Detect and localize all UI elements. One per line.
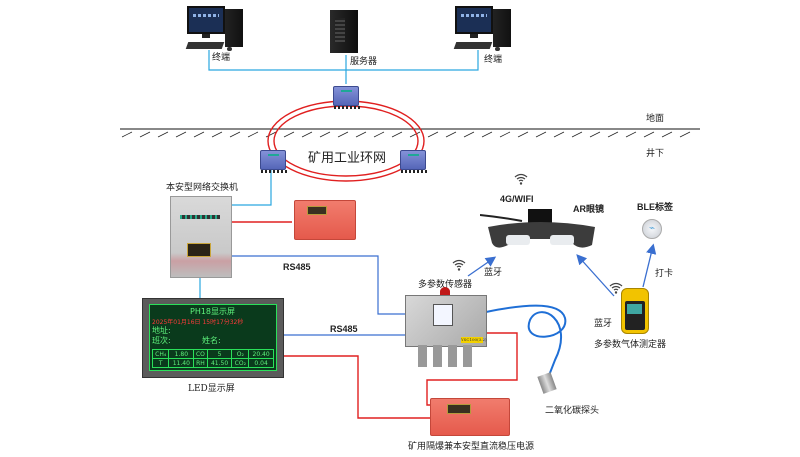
led-readings-row: CH₄ 1.80 CO 5 O₂ 20.40 — [151, 349, 274, 359]
wifi-icon — [452, 259, 466, 271]
led-display-screen[interactable]: PH18显示屏 2025年01月16日 15时17分32秒 地址: 班次: 姓名… — [142, 298, 284, 378]
terminal-right-label: 终端 — [484, 55, 503, 65]
gas-detector-label: 多参数气体测定器 — [594, 340, 667, 350]
alarm-light-icon — [440, 287, 450, 296]
multi-sensor-device[interactable]: YSC100(3.2) — [405, 295, 487, 347]
reading-value: 5 — [206, 349, 233, 359]
power-supply-box-lower[interactable] — [430, 398, 510, 436]
ring-switch-right[interactable] — [400, 150, 427, 173]
tower-icon — [493, 9, 511, 47]
check-in-label: 打卡 — [655, 269, 674, 279]
detector-screen — [627, 304, 642, 314]
reading-key: T — [151, 358, 170, 368]
sensor-probes — [418, 345, 476, 367]
co2-probe-label: 二氧化碳探头 — [545, 406, 600, 416]
led-name-label: 姓名: — [202, 336, 221, 345]
ar-glasses-device[interactable] — [480, 205, 600, 255]
multi-sensor-label: 多参数传感器 — [418, 280, 473, 290]
wifi-icon — [514, 173, 528, 185]
bluetooth-tag-icon[interactable]: ⌁ — [642, 219, 662, 239]
ring-switch-left[interactable] — [260, 150, 287, 173]
server-icon[interactable] — [330, 10, 358, 53]
ar-glasses-label: AR眼镜 — [573, 204, 604, 214]
monitor-icon — [455, 6, 493, 34]
switch-downlink-line — [232, 170, 272, 206]
server-label: 服务器 — [350, 57, 378, 67]
led-shift-label: 班次: — [152, 336, 171, 345]
led-datetime: 2025年01月16日 15时17分32秒 — [152, 319, 244, 326]
led-title: PH18显示屏 — [190, 307, 236, 316]
reading-value: 20.40 — [248, 349, 274, 359]
port-indicators — [180, 215, 220, 219]
monitor-icon — [187, 6, 225, 34]
reading-key: CO₂ — [231, 358, 250, 368]
network-switch-label: 本安型网络交换机 — [166, 183, 239, 193]
detector-bluetooth-arrow — [576, 254, 615, 297]
reading-value: 41.50 — [206, 358, 233, 368]
reading-value: 0.04 — [248, 358, 274, 368]
rs485-label-top: RS485 — [283, 262, 311, 272]
ring-switch-top[interactable] — [333, 86, 360, 109]
reading-key: RH — [193, 358, 208, 368]
wireless-label: 4G/WIFI — [500, 194, 534, 204]
nameplate — [187, 243, 211, 257]
reading-value: 11.40 — [168, 358, 195, 368]
ble-tag-label: BLE标签 — [637, 202, 674, 212]
led-readings-table: CH₄ 1.80 CO 5 O₂ 20.40 T 11.40 RH 41.50 … — [151, 349, 274, 368]
keyboard-icon — [185, 42, 225, 49]
terminal-bus-line — [208, 50, 479, 71]
terminal-left-computer[interactable] — [185, 6, 247, 52]
terminal-left-label: 终端 — [212, 53, 231, 63]
sensor-bluetooth-arrow — [467, 256, 497, 277]
rs485-label-bottom: RS485 — [330, 324, 358, 334]
led-display-label: LED显示屏 — [188, 384, 235, 394]
terminal-right-computer[interactable] — [453, 6, 515, 52]
reading-value: 1.80 — [168, 349, 195, 359]
gas-detector-device[interactable] — [621, 288, 649, 334]
tower-icon — [225, 9, 243, 47]
zone-surface-label: 地面 — [646, 114, 665, 124]
sensor-screen — [433, 304, 453, 326]
reading-key: CH₄ — [151, 349, 170, 359]
power-supply-label: 矿用隔爆兼本安型直流稳压电源 — [408, 442, 535, 452]
network-switch-cabinet[interactable] — [170, 196, 232, 278]
reading-key: O₂ — [231, 349, 250, 359]
bluetooth-label-sensor: 蓝牙 — [484, 268, 503, 278]
sensor-model-tag: YSC100(3.2) — [461, 337, 487, 343]
led-power-line — [283, 355, 430, 419]
wifi-icon — [609, 282, 623, 294]
rs485-line-top — [232, 255, 405, 315]
ring-network-title: 矿用工业环网 — [308, 151, 387, 166]
led-panel: PH18显示屏 2025年01月16日 15时17分32秒 地址: 班次: 姓名… — [149, 304, 277, 371]
reading-key: CO — [193, 349, 208, 359]
zone-underground-label: 井下 — [646, 149, 665, 159]
bluetooth-label-detector: 蓝牙 — [594, 319, 613, 329]
ground-hatching — [121, 131, 691, 138]
led-address-label: 地址: — [152, 326, 171, 335]
co2-probe-cable — [485, 304, 567, 379]
check-in-arrow — [642, 243, 657, 288]
led-readings-row: T 11.40 RH 41.50 CO₂ 0.04 — [151, 358, 274, 368]
keyboard-icon — [453, 42, 493, 49]
power-supply-box-upper[interactable] — [294, 200, 356, 240]
